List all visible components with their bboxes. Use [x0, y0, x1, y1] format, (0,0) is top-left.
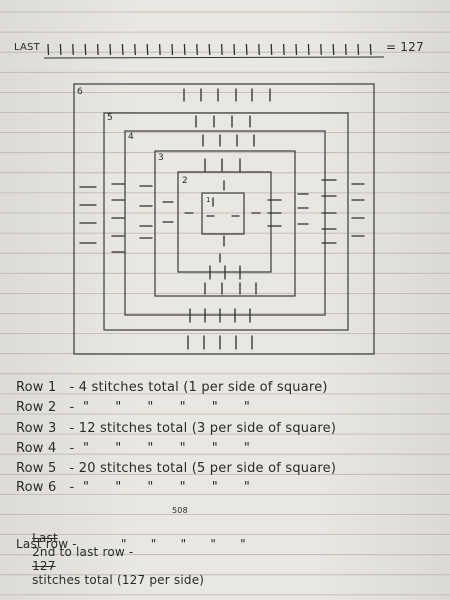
last-row-total: = 127: [386, 40, 424, 54]
last-row: Last row - " " " " ": [16, 537, 246, 551]
ring-label-6: 6: [77, 87, 83, 97]
stitch-mark: [245, 43, 248, 56]
stitch-mark: [134, 43, 136, 56]
stitch-mark: [72, 43, 74, 56]
stitch-mark: [146, 43, 149, 56]
ring-label-1: 1: [206, 196, 211, 204]
stitch-mark: [47, 43, 50, 56]
second-last-number: 508: [172, 506, 188, 515]
stitch-mark: [344, 43, 347, 56]
row-1: Row 1 - 4 stitches total (1 per side of …: [16, 380, 328, 395]
ring-label-3: 3: [158, 153, 164, 163]
stitch-mark: [158, 43, 161, 56]
row-5: Row 5 - 20 stitches total (5 per side of…: [16, 461, 337, 476]
row-3: Row 3 - 12 stitches total (3 per side of…: [16, 421, 337, 436]
stitch-mark: [220, 43, 223, 56]
stitch-mark: [233, 43, 236, 56]
stitch-mark: [270, 43, 273, 56]
stitch-mark: [332, 43, 335, 56]
stitch-mark: [282, 43, 285, 56]
ring-4: [124, 130, 326, 316]
stitch-baseline: [44, 56, 385, 59]
ring-label-4: 4: [128, 132, 134, 142]
stitch-mark: [258, 43, 260, 56]
ring-label-5: 5: [107, 113, 113, 123]
stitch-mark: [109, 43, 112, 56]
row-2: Row 2 - " " " " " ": [16, 400, 251, 415]
row-6: Row 6 - " " " " " ": [16, 480, 251, 495]
ring-5: [103, 112, 349, 331]
ring-1: [201, 192, 245, 235]
stitch-mark: [307, 43, 310, 56]
stitch-mark: [96, 43, 99, 56]
stitch-mark: [121, 43, 124, 56]
stitch-mark: [369, 43, 372, 56]
last-row-stitches: [44, 43, 385, 59]
stitch-mark: [59, 43, 62, 56]
last-row-label: LAST: [14, 42, 40, 53]
stitch-mark: [357, 43, 360, 56]
ring-label-2: 2: [182, 176, 188, 186]
crossed-out-number: 127: [32, 559, 56, 573]
stitch-mark: [208, 43, 211, 56]
crossed-out-word: Last: [32, 531, 58, 545]
ring-3: [154, 150, 296, 297]
stitch-mark: [84, 43, 87, 56]
second-last-row: Last 2nd to last row - 127 stitches tota…: [32, 531, 205, 587]
stitch-mark: [171, 43, 174, 56]
stitch-mark: [295, 43, 298, 56]
ring-6: [73, 83, 375, 355]
stitch-mark: [320, 43, 322, 56]
stitch-mark: [196, 43, 198, 56]
stitch-mark: [183, 43, 186, 56]
row-4: Row 4 - " " " " " ": [16, 441, 251, 456]
